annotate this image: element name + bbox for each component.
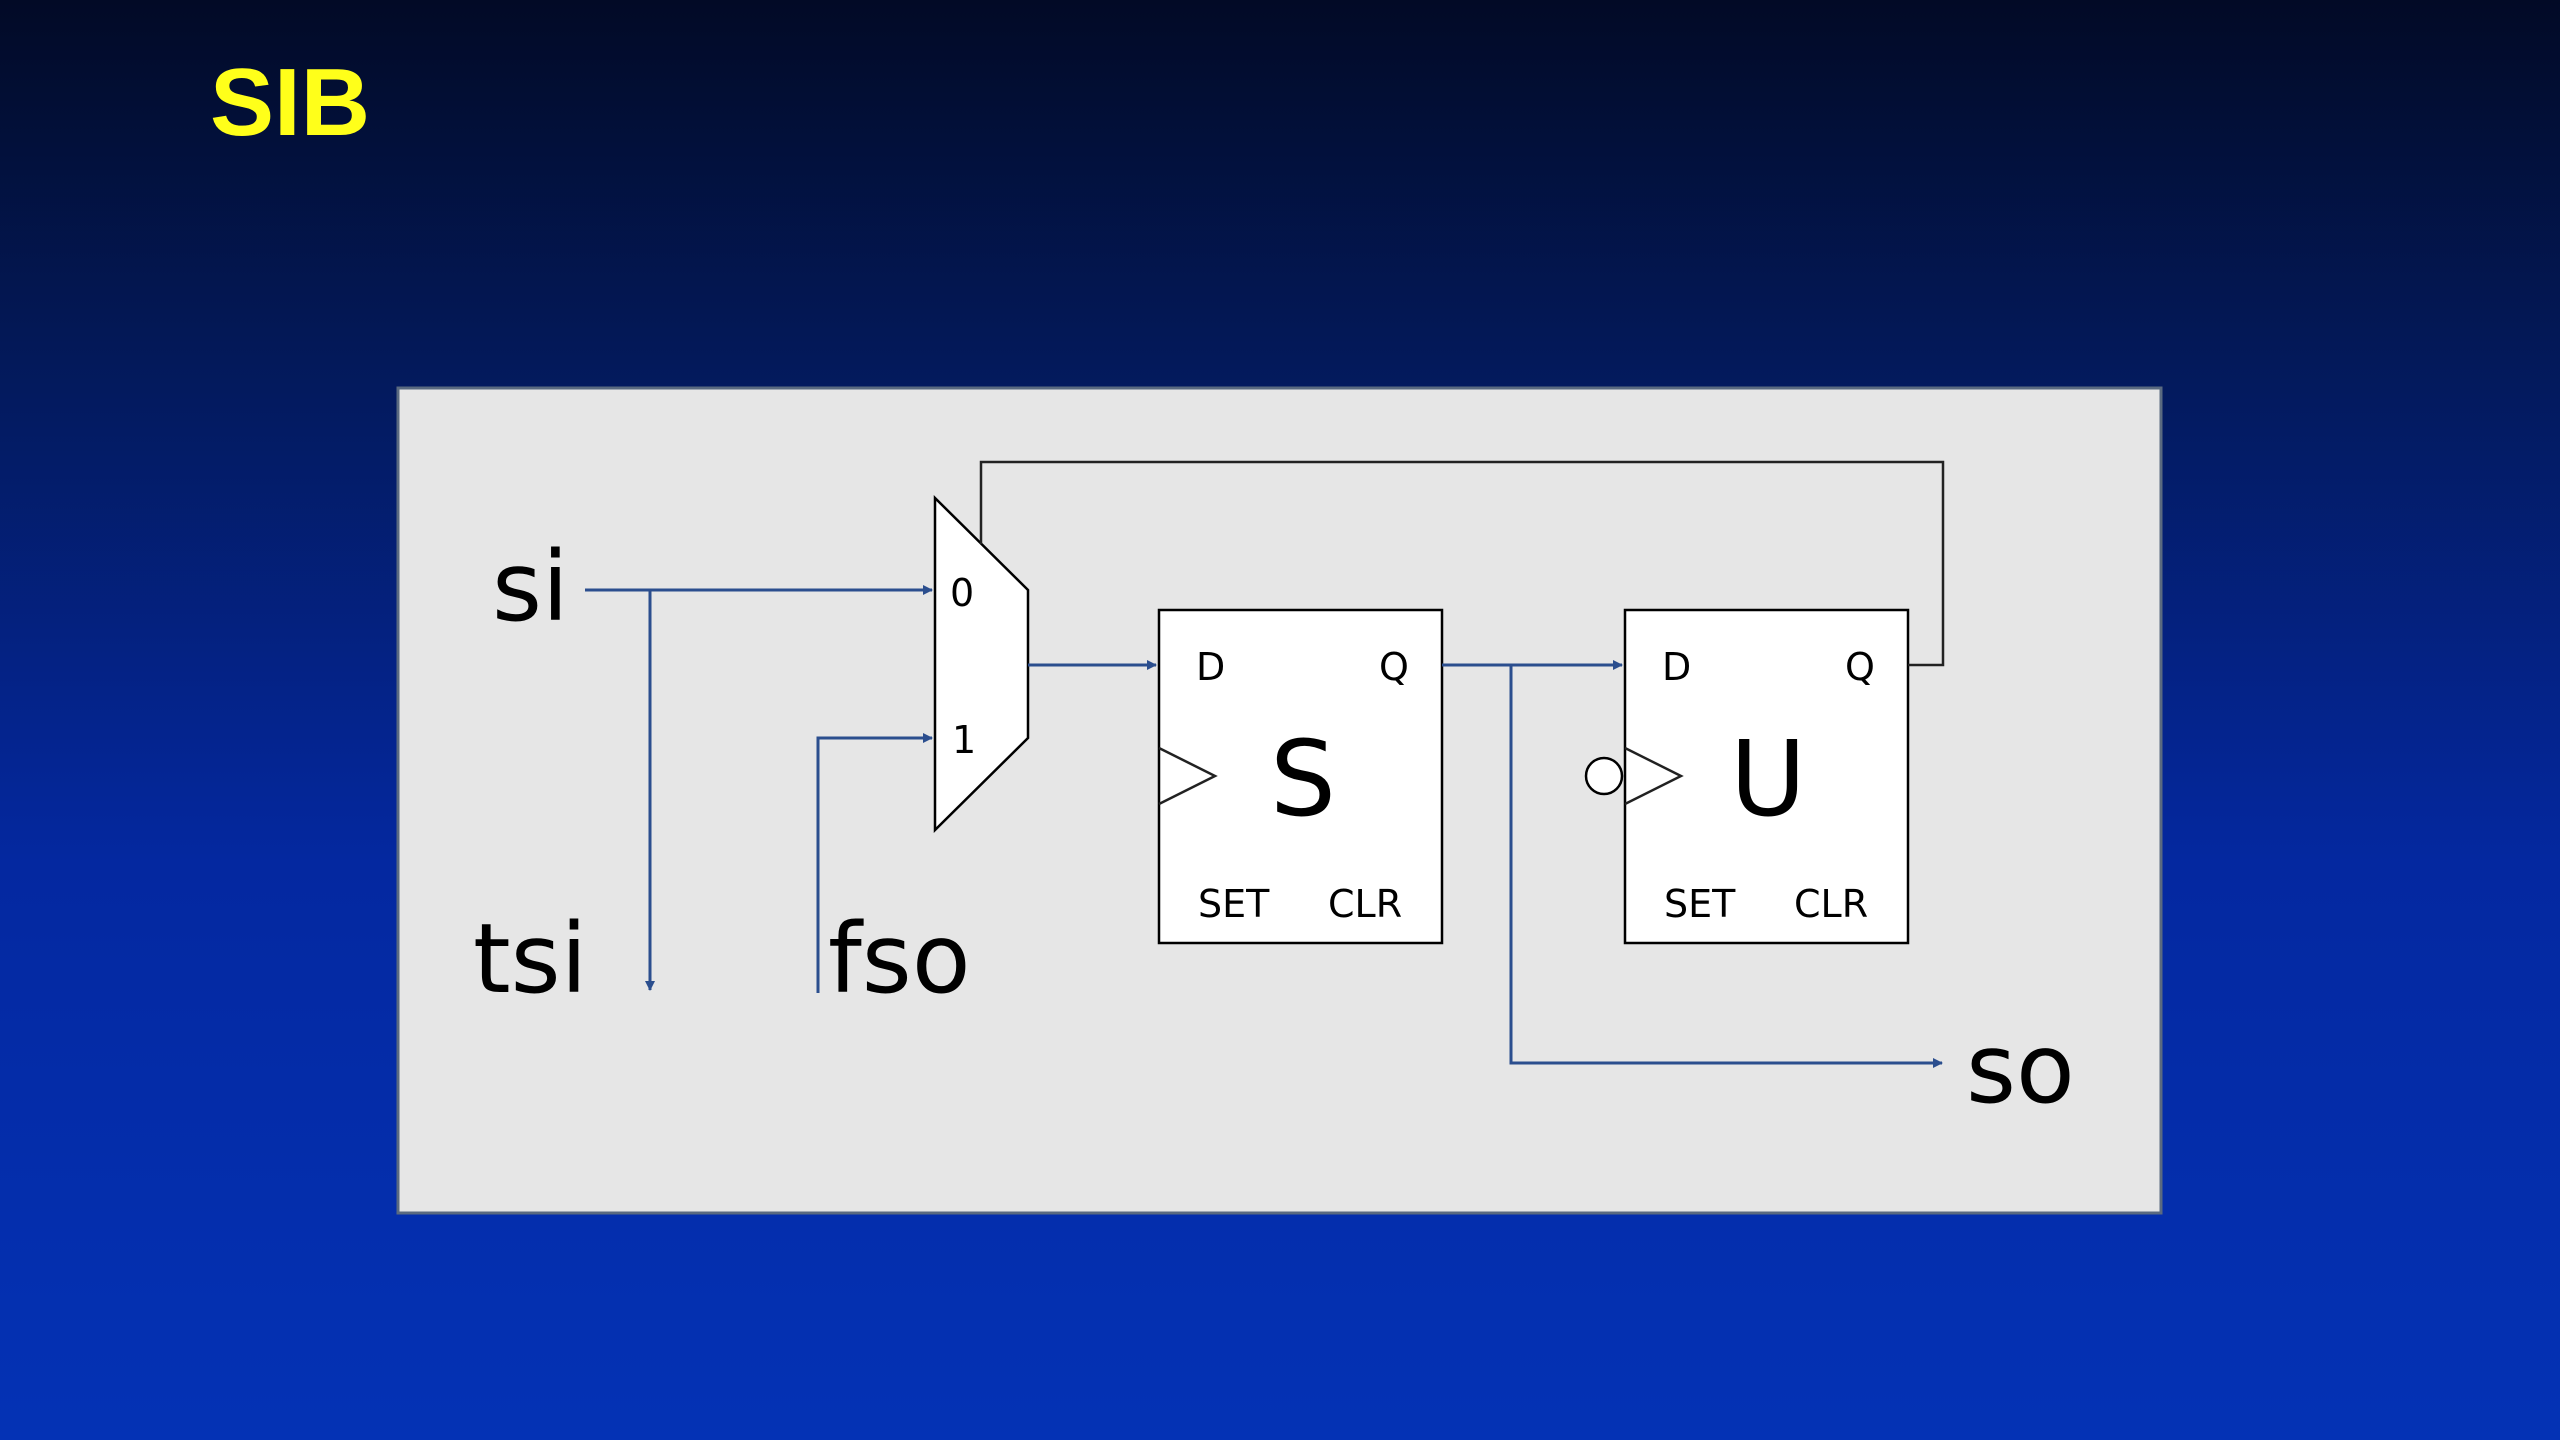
flipflop-s-set-label: SET xyxy=(1198,882,1270,926)
signal-si-label: si xyxy=(492,531,569,643)
flipflop-u-q-label: Q xyxy=(1845,645,1875,689)
mux-input-1-label: 1 xyxy=(952,718,976,762)
flipflop-s-d-label: D xyxy=(1196,645,1225,689)
signal-so-label: so xyxy=(1966,1013,2075,1125)
flipflop-u xyxy=(1623,608,1910,945)
s-to-so-wire xyxy=(1509,665,1943,1068)
mux-input-0-label: 0 xyxy=(950,571,974,615)
flipflop-s-clr-label: CLR xyxy=(1328,882,1402,926)
feedback-wire xyxy=(979,460,1945,667)
mux xyxy=(933,495,1030,833)
fso-to-mux-wire xyxy=(816,733,933,993)
slide-title: SIB xyxy=(210,49,371,156)
flipflop-s xyxy=(1157,608,1444,945)
flipflop-s-name: S xyxy=(1270,718,1336,840)
signal-tsi-label: tsi xyxy=(473,903,587,1015)
flipflop-u-clr-label: CLR xyxy=(1794,882,1868,926)
flipflop-u-name: U xyxy=(1730,718,1806,840)
flipflop-u-clock-icon xyxy=(1624,746,1684,806)
flipflop-u-d-label: D xyxy=(1662,645,1691,689)
flipflop-u-inverted-clock-icon xyxy=(1584,756,1624,796)
flipflop-s-clock-icon xyxy=(1158,746,1218,806)
signal-fso-label: fso xyxy=(828,903,971,1015)
flipflop-u-set-label: SET xyxy=(1664,882,1736,926)
flipflop-s-q-label: Q xyxy=(1379,645,1409,689)
